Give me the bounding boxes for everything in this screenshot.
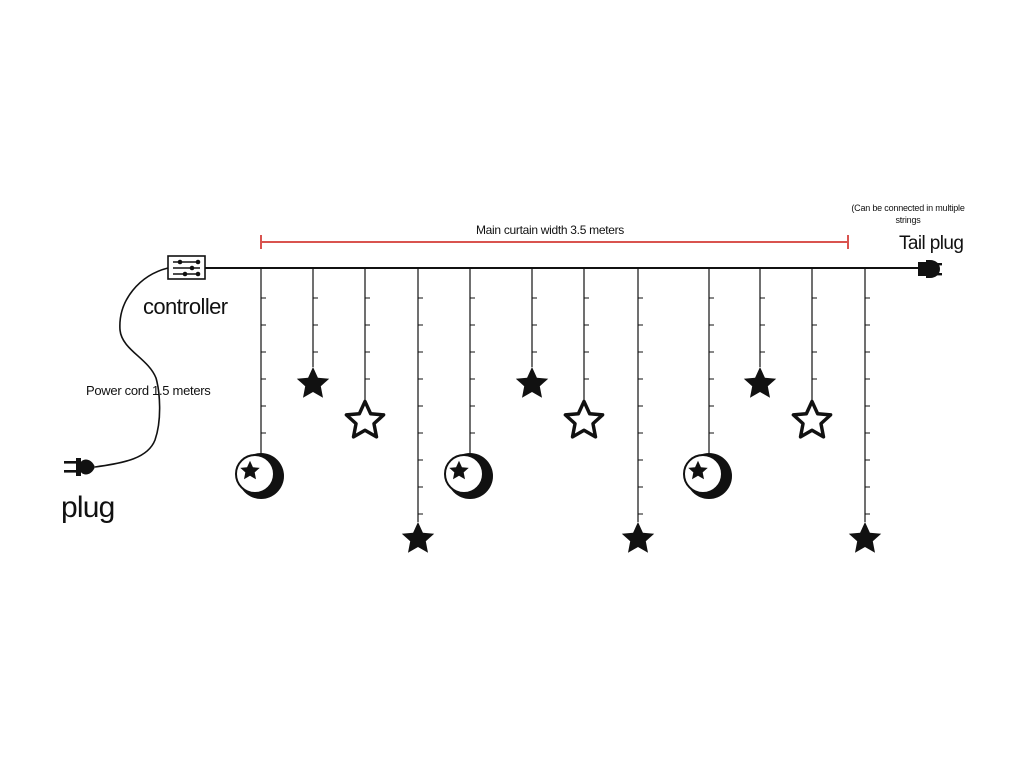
plug-label: plug xyxy=(61,491,115,524)
star-outline-icon xyxy=(563,399,605,439)
moon-icon xyxy=(235,453,284,499)
strand xyxy=(444,268,493,499)
strand xyxy=(563,268,605,439)
strand xyxy=(515,268,549,398)
strand xyxy=(401,268,435,553)
star-filled-icon xyxy=(621,522,655,553)
star-filled-icon xyxy=(296,367,330,398)
strand xyxy=(743,268,777,398)
curtain-width-dimension: Main curtain width 3.5 meters xyxy=(260,223,849,249)
star-filled-icon xyxy=(743,367,777,398)
power-cord xyxy=(94,267,169,468)
tail-plug-label: Tail plug xyxy=(899,233,963,254)
strand xyxy=(621,268,655,553)
tail-note-line1: (Can be connected in multiple xyxy=(851,203,964,213)
moon-icon xyxy=(683,453,732,499)
moon-icon xyxy=(444,453,493,499)
controller-icon xyxy=(167,255,206,280)
strand xyxy=(791,268,833,439)
plug-icon xyxy=(64,458,95,476)
strand xyxy=(235,268,284,499)
tail-note-line2: strings xyxy=(895,215,921,225)
strand xyxy=(344,268,386,439)
star-filled-icon xyxy=(515,367,549,398)
curtain-strands xyxy=(235,268,882,553)
strand xyxy=(683,268,732,499)
star-filled-icon xyxy=(848,522,882,553)
star-outline-icon xyxy=(791,399,833,439)
power-cord-label: Power cord 1.5 meters xyxy=(86,383,211,398)
strand xyxy=(848,268,882,553)
star-outline-icon xyxy=(344,399,386,439)
star-filled-icon xyxy=(401,522,435,553)
controller-label: controller xyxy=(143,294,228,319)
tail-plug-icon xyxy=(918,260,942,278)
curtain-width-label: Main curtain width 3.5 meters xyxy=(476,223,624,237)
strand xyxy=(296,268,330,398)
